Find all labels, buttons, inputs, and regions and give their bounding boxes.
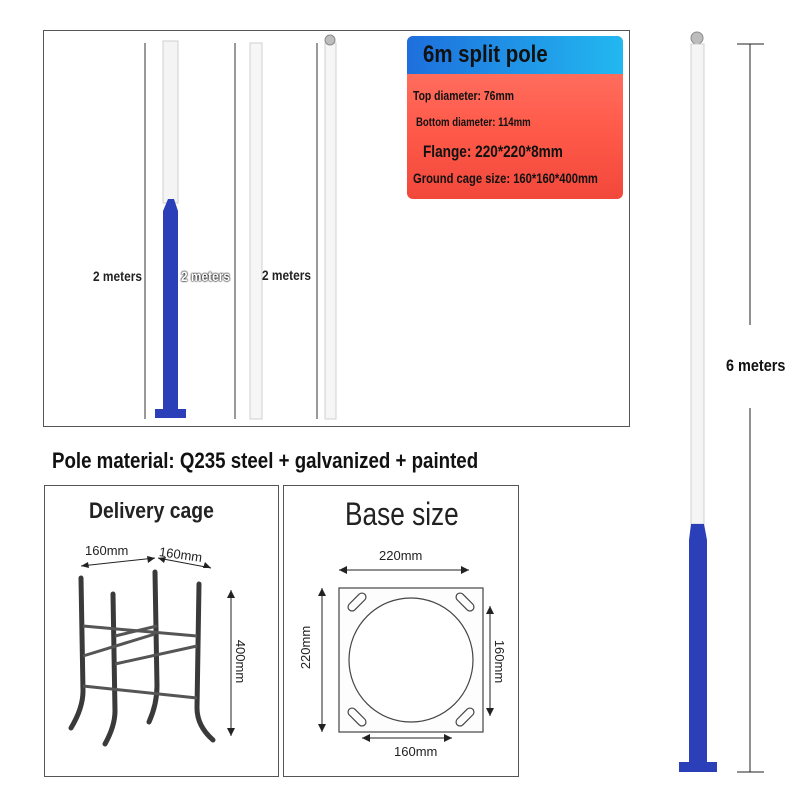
bottom-diameter: Bottom diameter: 114mm [416, 115, 531, 129]
full-pole-blue-section [689, 524, 707, 762]
spec-card-header [407, 36, 623, 74]
section3-length: 2 meters [262, 267, 311, 283]
section1-length: 2 meters [93, 268, 142, 284]
full-pole-height: 6 meters [726, 356, 786, 375]
base-top-dim: 220mm [379, 548, 423, 563]
base-plate-drawing [318, 566, 494, 742]
full-pole-ball-cap [690, 31, 704, 45]
base-size-title: Base size [345, 496, 459, 532]
spec-card: 6m split pole Top diameter: 76mm Bottom … [407, 36, 623, 199]
full-pole-white-section [690, 43, 705, 525]
delivery-cage-title: Delivery cage [89, 498, 214, 523]
section1-flange [155, 409, 186, 418]
section1-blue-body [163, 199, 178, 409]
section2-length: 2 meters [181, 268, 230, 284]
flange-size: Flange: 220*220*8mm [423, 142, 563, 161]
delivery-cage-drawing [68, 556, 235, 747]
section2-pole [249, 42, 263, 420]
base-bottom-dim: 160mm [394, 744, 438, 759]
spec-card-title: 6m split pole [423, 41, 548, 68]
full-pole-flange [679, 762, 717, 772]
base-size-panel: Base size 220mm 220mm 160mm 160mm [283, 485, 519, 777]
ground-cage-size: Ground cage size: 160*160*400mm [413, 170, 598, 186]
pole-sections-drawing [144, 34, 337, 420]
top-diameter: Top diameter: 76mm [413, 88, 514, 103]
delivery-cage-panel: Delivery cage 160mm 160mm 400mm [44, 485, 279, 777]
cage-width-a: 160mm [85, 543, 129, 558]
base-center-hole [348, 597, 474, 723]
pole-material: Pole material: Q235 steel + galvanized +… [52, 448, 479, 473]
section3-ball-cap [324, 34, 336, 46]
